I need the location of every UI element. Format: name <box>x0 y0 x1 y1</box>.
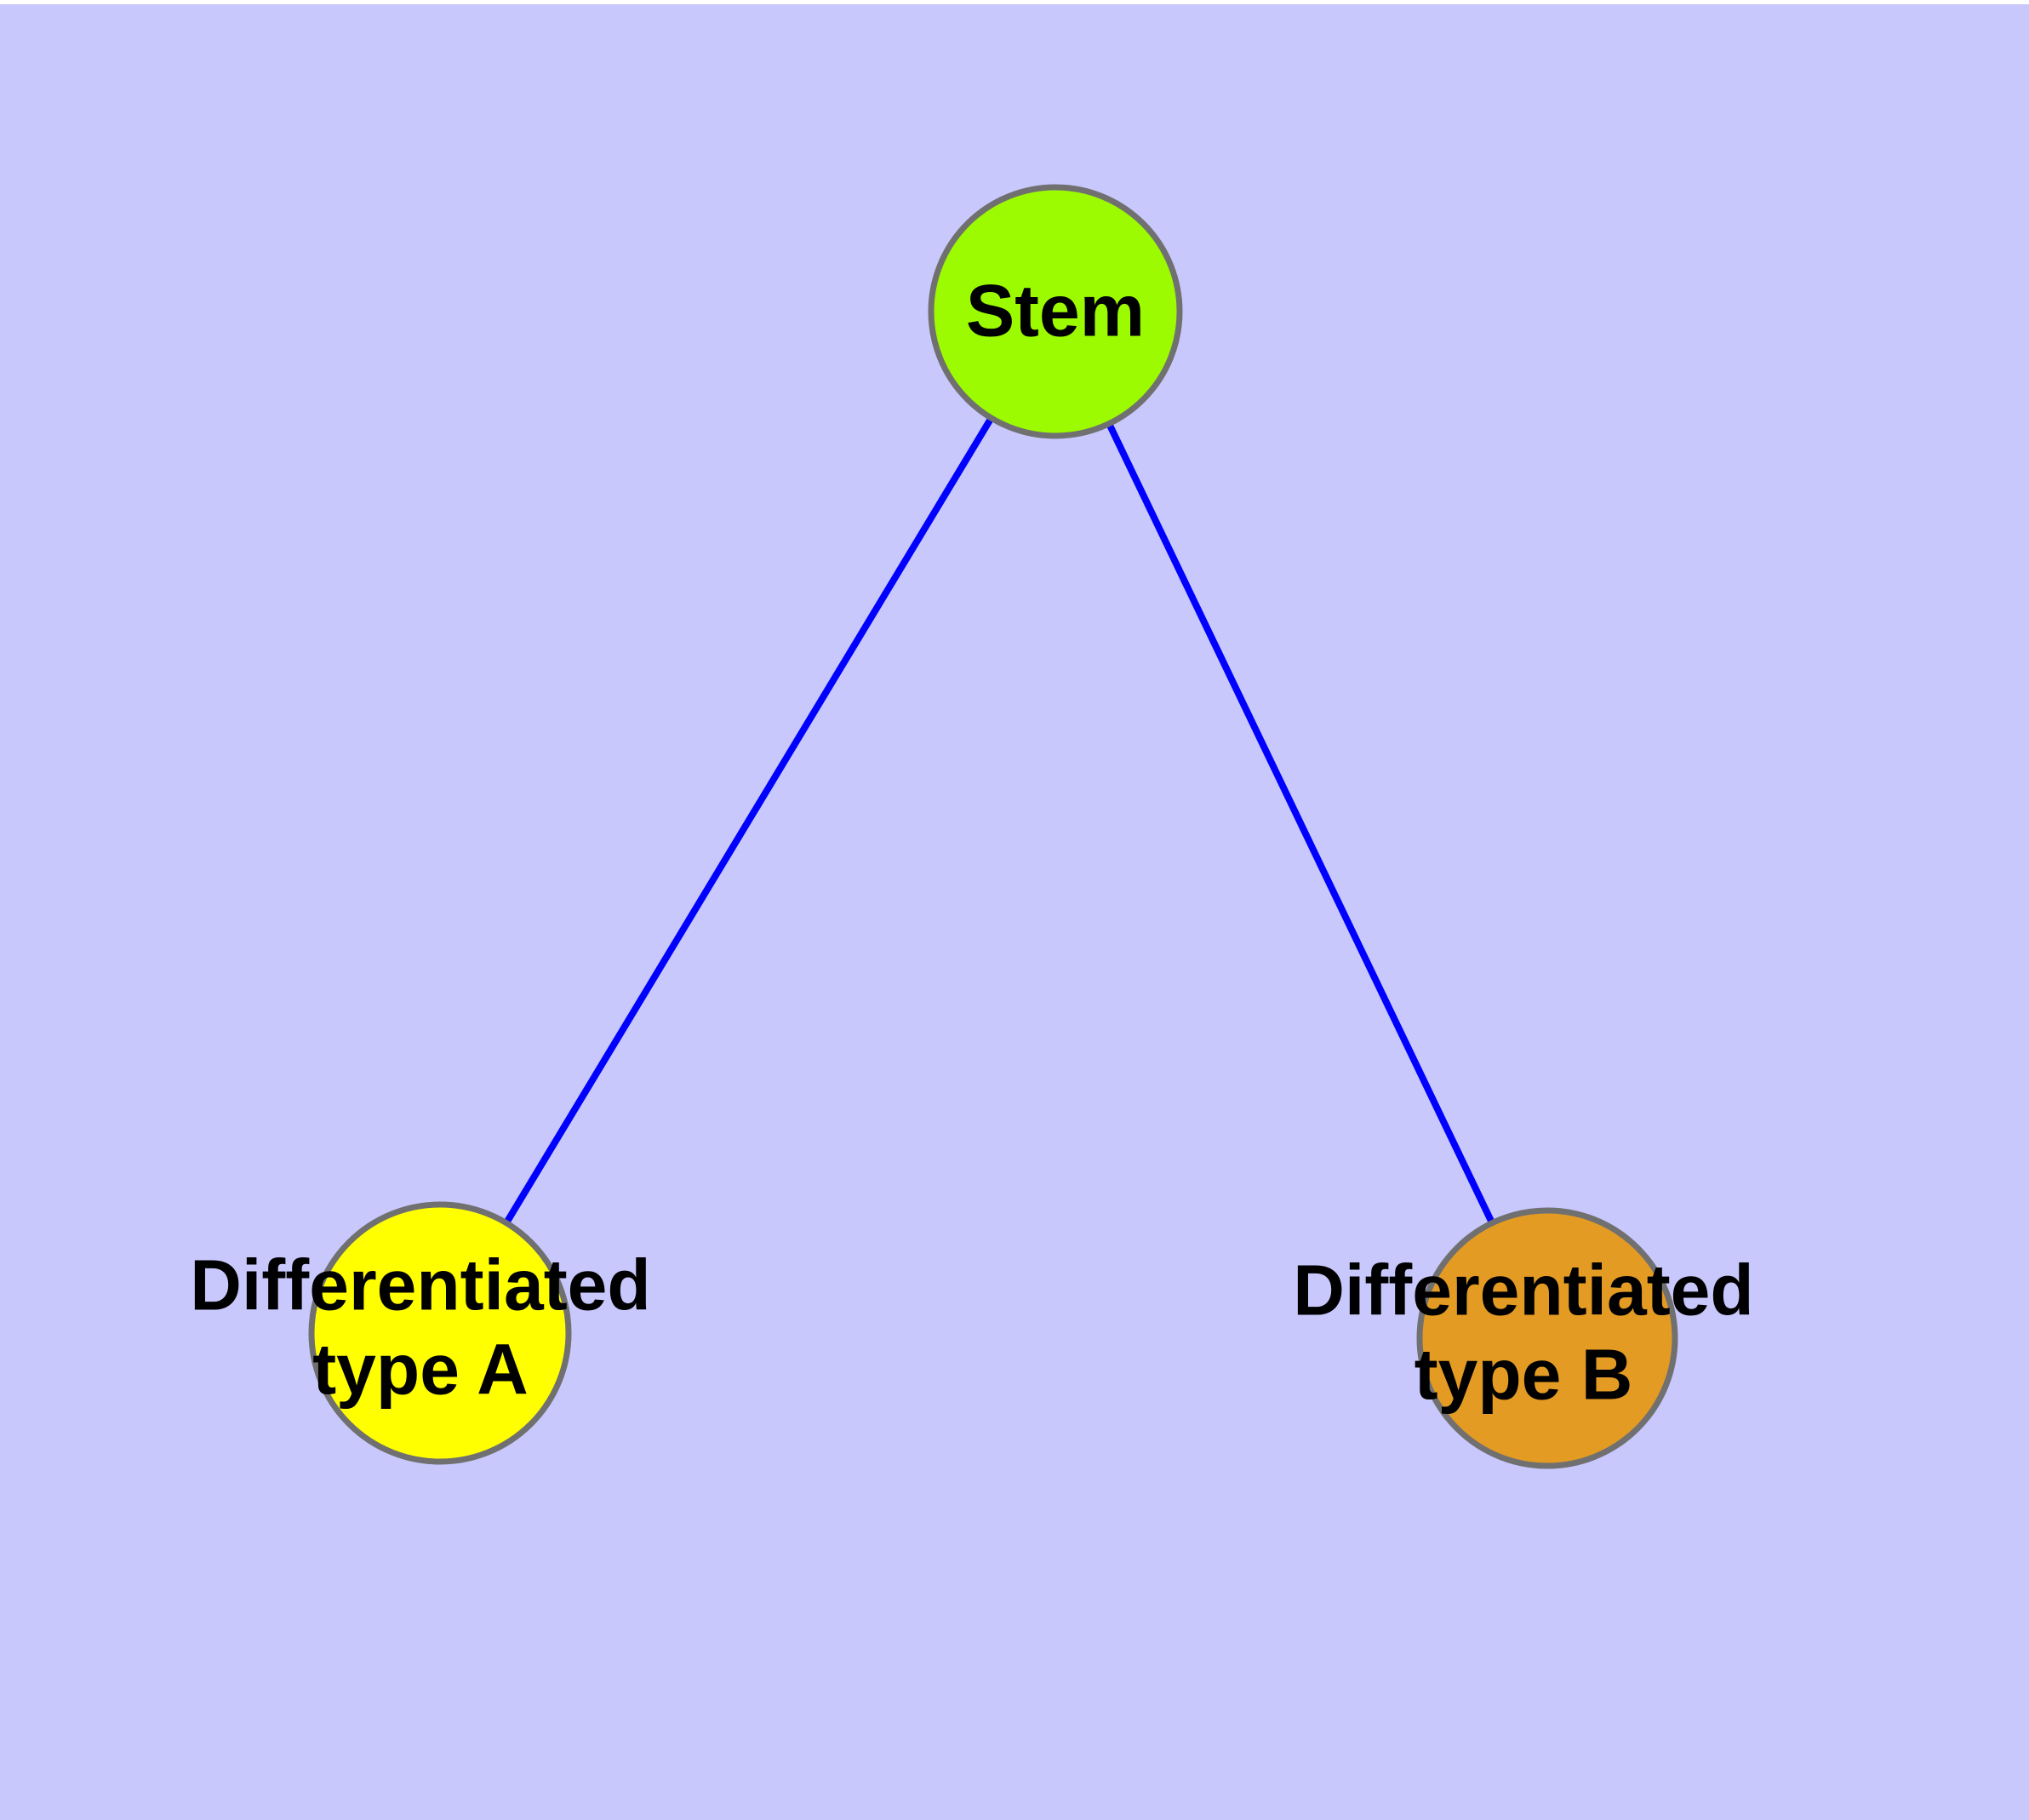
node-label-line: type B <box>1415 1335 1633 1415</box>
node-stem[interactable] <box>928 184 1183 439</box>
node-diff_b[interactable] <box>1416 1207 1678 1469</box>
node-diff_a[interactable] <box>308 1201 572 1465</box>
nodes-layer <box>308 184 1678 1469</box>
edge-stem-to-diff_a <box>437 309 1059 1336</box>
node-label-line: Stem <box>966 271 1145 352</box>
edge-stem-to-diff_b <box>1052 310 1551 1340</box>
node-label-stem: Stem <box>966 271 1145 352</box>
node-label-line: type A <box>312 1330 529 1410</box>
node-label-line: Differentiated <box>1293 1251 1753 1331</box>
node-label-line: Differentiated <box>190 1245 650 1325</box>
edges-layer <box>437 309 1551 1340</box>
